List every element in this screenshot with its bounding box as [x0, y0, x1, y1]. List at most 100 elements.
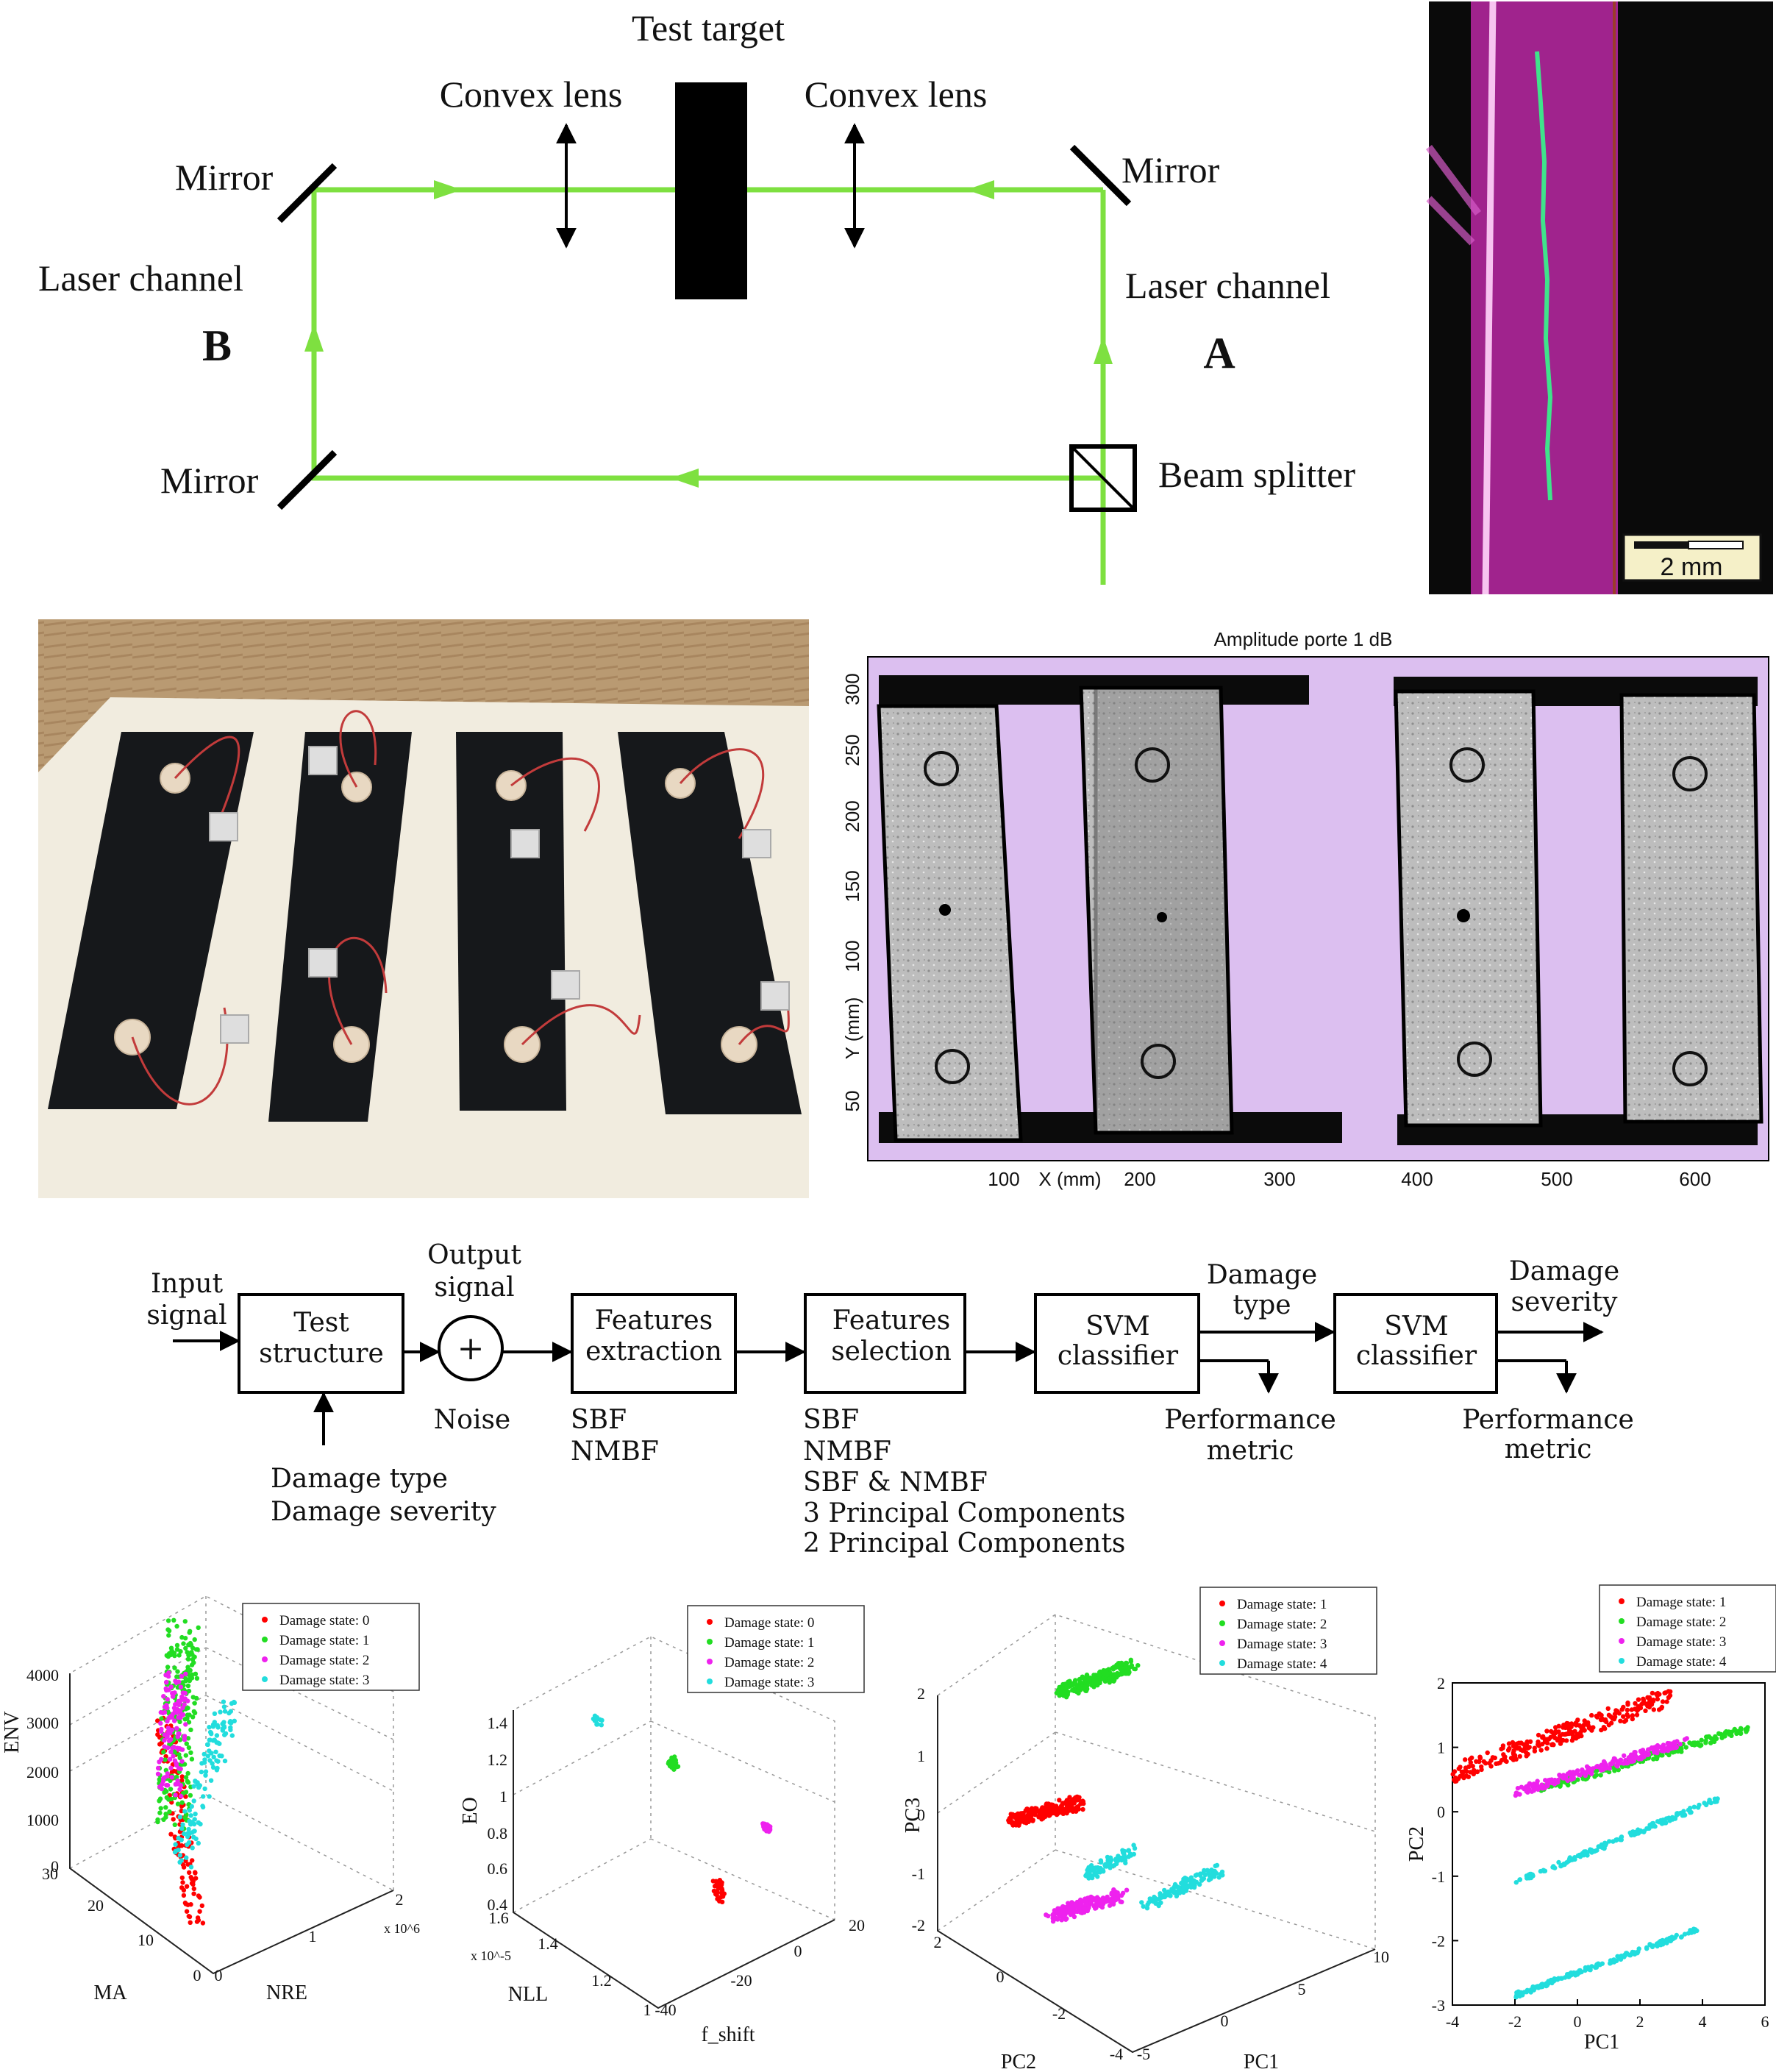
data-point: [165, 1618, 171, 1623]
data-point: [223, 1731, 229, 1736]
p3-yt-0: -4: [1110, 2045, 1123, 2063]
data-point: [1191, 1878, 1197, 1883]
data-point: [203, 1773, 208, 1778]
data-point: [1636, 1703, 1641, 1709]
data-point: [1534, 1781, 1539, 1787]
data-point: [180, 1712, 186, 1717]
data-point: [1697, 1802, 1702, 1808]
cscan-xtick: 100: [988, 1168, 1019, 1190]
data-point: [168, 1714, 174, 1719]
plot2-points: [591, 1626, 773, 1904]
data-point: [176, 1731, 182, 1737]
data-point: [1490, 1755, 1496, 1760]
data-point: [672, 1756, 677, 1762]
data-point: [1494, 1761, 1499, 1766]
damage-type-label-2: type: [1233, 1290, 1291, 1320]
data-point: [232, 1718, 237, 1723]
data-point: [1051, 1914, 1056, 1919]
data-point: [1589, 1712, 1594, 1718]
data-point: [196, 1784, 202, 1790]
data-point: [1176, 1884, 1181, 1890]
legend-entry: Damage state: 4: [1636, 1654, 1727, 1670]
composite-plate-3: [456, 732, 566, 1111]
data-point: [1618, 1760, 1623, 1765]
p1-xt-0: 0: [215, 1966, 223, 1984]
data-point: [1115, 1670, 1120, 1676]
data-point: [1095, 1865, 1101, 1870]
data-point: [1647, 1704, 1652, 1710]
data-point: [1586, 1720, 1591, 1726]
data-point: [155, 1771, 161, 1776]
classification-flowchart: Input signal Test structure Output signa…: [146, 1240, 1633, 1559]
y-tick-label: -3: [1432, 1996, 1445, 2015]
data-point: [181, 1887, 187, 1893]
data-point: [163, 1805, 168, 1810]
selection-option-3: SBF & NMBF: [803, 1467, 988, 1498]
data-point: [1036, 1809, 1042, 1814]
features-selection-label-1: Features: [832, 1306, 950, 1336]
p1-xlabel: NRE: [266, 1982, 307, 2004]
data-point: [1677, 1742, 1683, 1747]
data-point: [193, 1870, 198, 1875]
p2-zlabel: EO: [459, 1797, 482, 1824]
data-point: [183, 1790, 189, 1795]
data-point: [179, 1759, 185, 1764]
data-point: [170, 1694, 176, 1699]
data-point: [1688, 1806, 1693, 1811]
cscan-xtick: 200: [1124, 1168, 1155, 1190]
x-tick-label: 2: [1636, 2012, 1644, 2031]
data-point: [190, 1845, 195, 1851]
data-point: [176, 1653, 182, 1658]
data-point: [172, 1690, 177, 1695]
data-point: [1477, 1759, 1482, 1765]
data-point: [193, 1779, 198, 1784]
data-point: [1172, 1881, 1178, 1887]
damage-input-type: Damage type: [271, 1464, 448, 1494]
data-point: [1086, 1876, 1091, 1881]
data-point: [178, 1783, 183, 1788]
data-point: [1511, 1751, 1516, 1757]
data-point: [186, 1826, 191, 1832]
data-point: [1729, 1733, 1734, 1738]
data-point: [1603, 1762, 1608, 1767]
data-point: [1073, 1681, 1078, 1687]
p3-zlabel: PC3: [902, 1798, 924, 1833]
p3-xt-0: -5: [1137, 2045, 1150, 2063]
legend-marker: [1619, 1618, 1625, 1624]
cscan-xlabel: X (mm): [1038, 1168, 1101, 1190]
data-point: [1044, 1802, 1049, 1807]
data-point: [189, 1756, 195, 1762]
data-point: [161, 1817, 166, 1822]
legend-marker: [707, 1659, 713, 1665]
data-point: [1569, 1721, 1574, 1726]
p1-yt-3: 30: [42, 1865, 58, 1883]
data-point: [1514, 1741, 1519, 1746]
data-point: [710, 1879, 716, 1884]
legend-marker: [1619, 1658, 1625, 1664]
data-point: [1681, 1812, 1687, 1818]
data-point: [159, 1756, 164, 1762]
data-point: [1031, 1809, 1037, 1814]
data-point: [1139, 1900, 1144, 1905]
data-point: [166, 1633, 171, 1638]
test-target-label: Test target: [632, 7, 785, 49]
data-point: [1684, 1736, 1689, 1741]
data-point: [1625, 1700, 1630, 1706]
data-point: [192, 1637, 197, 1642]
data-point: [1582, 1851, 1588, 1856]
data-point: [190, 1715, 196, 1720]
data-point: [1538, 1748, 1544, 1753]
data-point: [1598, 1773, 1603, 1778]
data-point: [188, 1727, 193, 1732]
data-point: [1650, 1823, 1655, 1829]
data-point: [720, 1892, 726, 1897]
data-point: [1088, 1863, 1094, 1868]
data-point: [1544, 1729, 1549, 1734]
data-point: [1146, 1900, 1152, 1905]
legend-marker: [1219, 1601, 1225, 1606]
data-point: [1126, 1848, 1131, 1853]
data-point: [1081, 1906, 1087, 1911]
data-point: [161, 1694, 166, 1699]
data-point: [185, 1842, 190, 1848]
